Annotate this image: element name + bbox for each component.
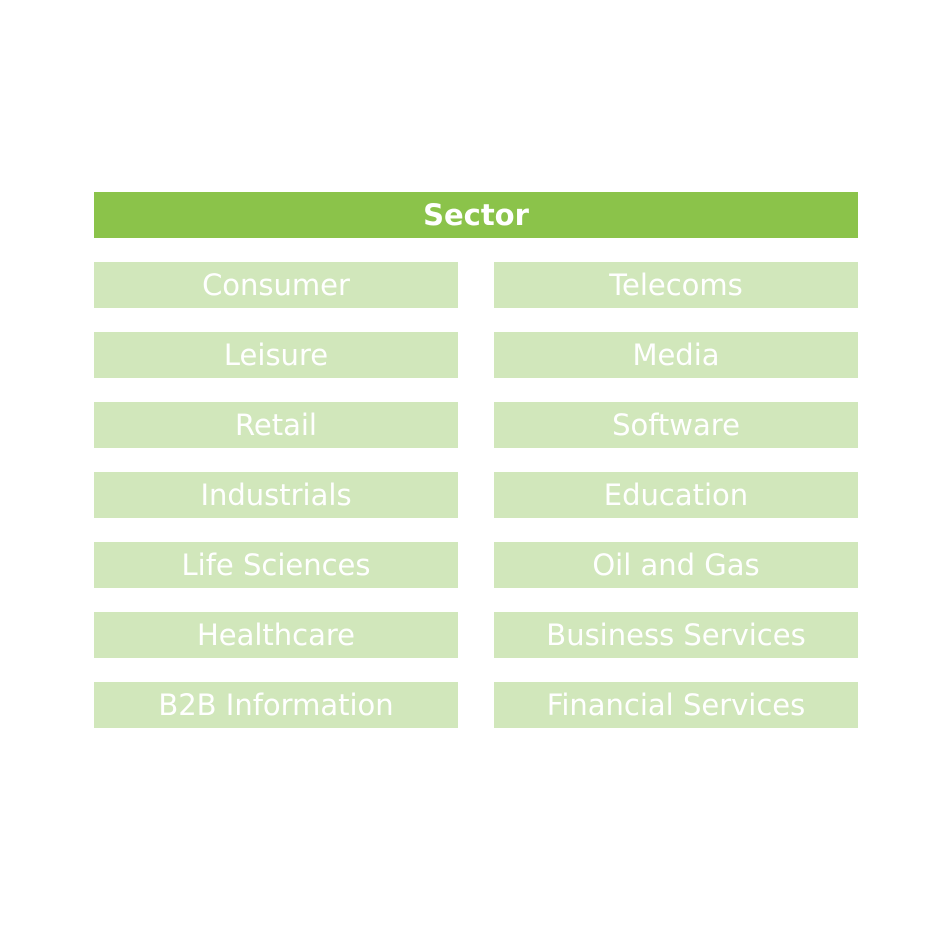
sector-item: Financial Services (494, 682, 858, 728)
sector-item: B2B Information (94, 682, 458, 728)
sector-header: Sector (94, 192, 858, 238)
sector-item: Healthcare (94, 612, 458, 658)
sector-item: Life Sciences (94, 542, 458, 588)
sector-panel: Sector Consumer Telecoms Leisure Media R… (94, 192, 858, 728)
sector-item: Industrials (94, 472, 458, 518)
sector-item: Consumer (94, 262, 458, 308)
sector-item: Education (494, 472, 858, 518)
sector-item: Leisure (94, 332, 458, 378)
sector-item: Software (494, 402, 858, 448)
sector-item: Business Services (494, 612, 858, 658)
sector-item: Oil and Gas (494, 542, 858, 588)
sector-grid: Consumer Telecoms Leisure Media Retail S… (94, 262, 858, 728)
sector-item: Telecoms (494, 262, 858, 308)
sector-item: Media (494, 332, 858, 378)
sector-item: Retail (94, 402, 458, 448)
